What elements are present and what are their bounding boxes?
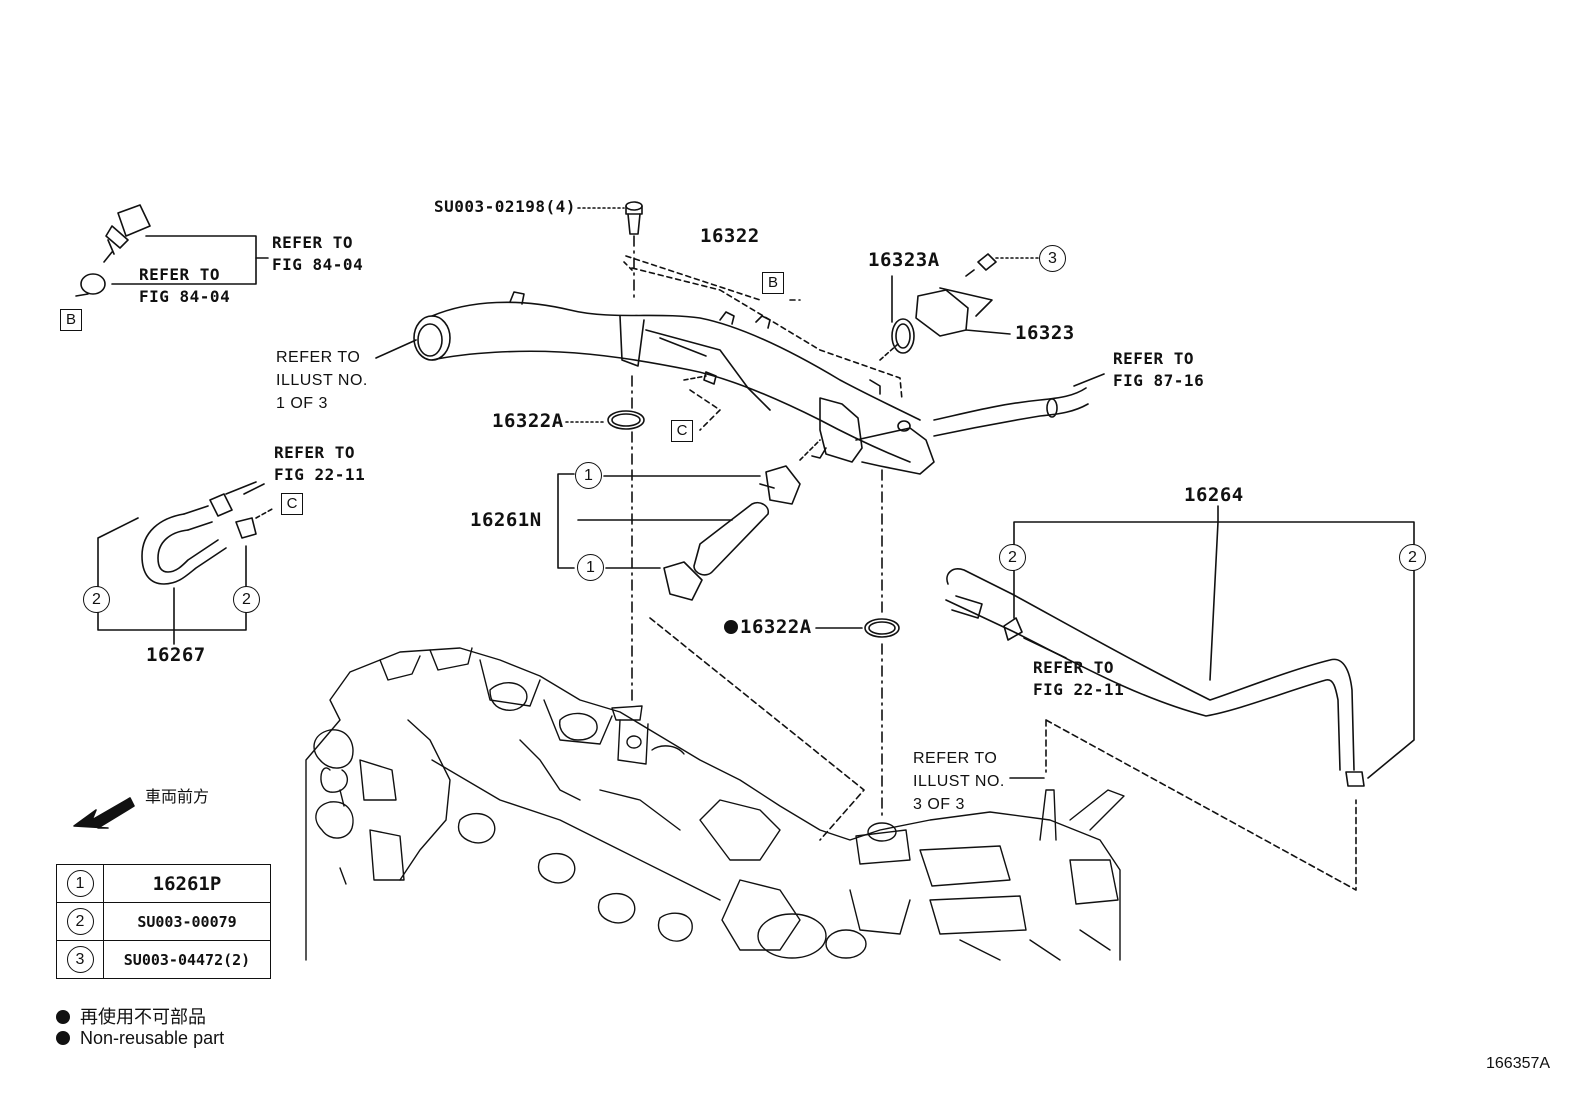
reference-box-c-left: C [281, 493, 303, 515]
callout-2-right-b: 2 [1399, 544, 1426, 571]
part-16322A-bottom-label: 16322A [724, 618, 812, 637]
bolt-drawing [625, 201, 643, 235]
water-pipe-drawing [413, 291, 935, 475]
callout-legend-table: 1 16261P 2 SU003-00079 3 SU003-04472(2) [56, 864, 271, 979]
vehicle-front-label: 車両前方 [145, 789, 210, 806]
part-16322A-top-label: 16322A [492, 410, 564, 432]
legend-value: SU003-00079 [103, 902, 271, 941]
callout-1-upper: 1 [575, 462, 602, 489]
part-16264-label: 16264 [1184, 484, 1244, 506]
part-16323A-label: 16323A [868, 249, 940, 271]
bullet-dot-icon [56, 1010, 70, 1024]
callout-2-left-a: 2 [83, 586, 110, 613]
legend-row: 1 16261P [56, 864, 271, 903]
legend-row: 3 SU003-04472(2) [56, 940, 271, 979]
part-16267-label: 16267 [146, 644, 206, 666]
temperature-sensor-drawing [80, 204, 151, 295]
hose-16264-drawing [945, 568, 1365, 787]
reference-box-c-top: C [671, 420, 693, 442]
part-16322-label: 16322 [700, 225, 760, 247]
part-16323-label: 16323 [1015, 322, 1075, 344]
legend-num: 3 [66, 946, 94, 973]
callout-2-left-b: 2 [233, 586, 260, 613]
engine-block-drawing [305, 647, 1125, 961]
bullet-dot-icon [56, 1031, 70, 1045]
callout-3: 3 [1039, 245, 1066, 272]
bolt-label: SU003-02198(4) [434, 197, 576, 216]
callout-1-lower: 1 [577, 554, 604, 581]
legend-value: SU003-04472(2) [103, 940, 271, 979]
part-16261N-label: 16261N [470, 509, 542, 531]
reference-box-b-left: B [60, 309, 82, 331]
note-non-reusable-jp: 再使用不可部品 [56, 1003, 206, 1029]
legend-num: 1 [66, 870, 94, 897]
note-non-reusable-en: Non-reusable part [56, 1028, 224, 1049]
hose-16267-drawing [141, 493, 257, 585]
non-reusable-dot-icon [724, 620, 738, 634]
legend-row: 2 SU003-00079 [56, 902, 271, 941]
reference-box-b-top: B [762, 272, 784, 294]
callout-2-right-a: 2 [999, 544, 1026, 571]
legend-value: 16261P [103, 864, 271, 903]
diagram-id: 166357A [1486, 1055, 1551, 1072]
legend-num: 2 [66, 908, 94, 935]
